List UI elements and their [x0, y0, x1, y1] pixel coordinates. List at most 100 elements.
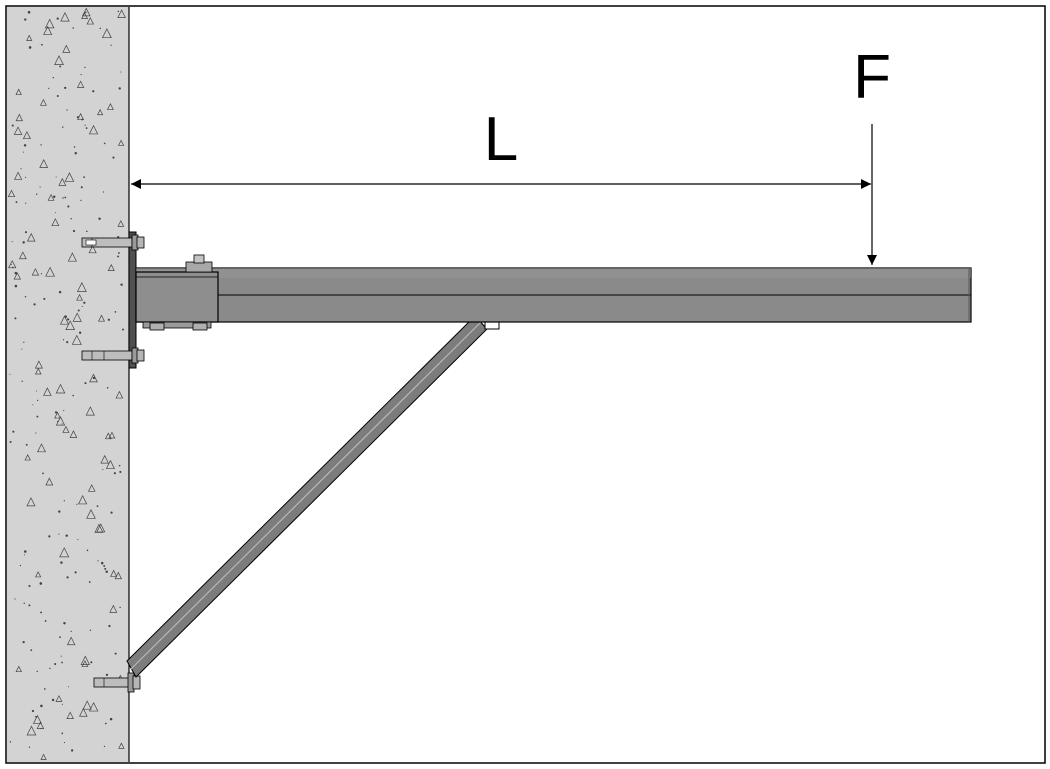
concrete-speckle [107, 263, 115, 272]
beam-connector-sleeve [135, 254, 219, 331]
concrete-speckle [44, 688, 46, 690]
concrete-speckle [96, 523, 106, 533]
concrete-speckle [47, 193, 55, 201]
concrete-speckle [53, 195, 56, 198]
concrete-speckle [118, 742, 125, 749]
concrete-speckle [61, 732, 64, 735]
concrete-speckle [19, 564, 22, 567]
concrete-speckle [61, 423, 63, 425]
concrete-speckle [103, 564, 106, 567]
concrete-speckle [92, 376, 96, 380]
concrete-speckle [58, 533, 60, 535]
concrete-speckle [98, 217, 101, 220]
concrete-speckle [115, 390, 124, 399]
concrete-speckle [122, 328, 124, 331]
concrete-speckle [66, 636, 76, 646]
concrete-speckle [61, 661, 63, 664]
concrete-speckle [108, 431, 116, 439]
concrete-speckle [88, 124, 99, 135]
concrete-speckle [62, 197, 64, 199]
concrete-speckle [114, 571, 123, 580]
concrete-speckle [24, 231, 28, 234]
concrete-speckle [23, 341, 25, 343]
concrete-speckle [106, 102, 114, 110]
concrete-speckle [54, 411, 58, 414]
concrete-speckle [11, 241, 13, 243]
concrete-speckle [76, 80, 85, 88]
concrete-speckle [45, 266, 56, 277]
concrete-speckle [77, 494, 88, 505]
concrete-speckle [66, 109, 68, 111]
concrete-speckle [36, 415, 39, 418]
concrete-speckle [63, 500, 65, 502]
concrete-speckle [67, 252, 77, 262]
concrete-speckle [9, 440, 12, 443]
concrete-speckle [28, 46, 32, 49]
concrete-speckle [40, 43, 43, 46]
concrete-speckle [84, 124, 86, 126]
concrete-speckle [72, 229, 76, 233]
concrete-speckle [100, 454, 109, 464]
concrete-speckle [14, 284, 18, 288]
concrete-speckle [76, 282, 87, 292]
concrete-speckle [62, 126, 64, 128]
concrete-speckle [54, 662, 57, 666]
concrete-speckle [55, 176, 57, 178]
concrete-speckle [113, 472, 116, 475]
concrete-speckle [82, 700, 92, 710]
concrete-speckle [30, 649, 33, 652]
concrete-speckle [56, 17, 59, 20]
concrete-speckle [60, 561, 63, 564]
concrete-speckle [70, 218, 72, 220]
concrete-speckle [15, 88, 22, 95]
concrete-speckle [14, 317, 17, 320]
concrete-speckle [58, 290, 62, 294]
force-label: F [853, 43, 891, 112]
concrete-speckle [70, 630, 72, 633]
concrete-speckle [40, 753, 47, 760]
concrete-speckle [33, 303, 36, 306]
concrete-speckle [74, 571, 77, 574]
concrete-speckle [39, 159, 49, 168]
concrete-speckle [54, 55, 64, 65]
concrete-speckle [9, 373, 11, 375]
concrete-speckle [65, 320, 76, 330]
concrete-speckle [120, 71, 122, 73]
concrete-speckle [35, 715, 37, 718]
concrete-speckle [66, 341, 69, 344]
concrete-speckle [77, 539, 79, 541]
concrete-speckle [24, 454, 31, 461]
concrete-speckle [112, 156, 115, 159]
concrete-speckle [83, 176, 85, 178]
concrete-speckle [110, 569, 118, 577]
concrete-speckle [120, 283, 123, 286]
concrete-speckle [36, 193, 38, 195]
concrete-speckle [51, 698, 55, 702]
concrete-speckle [104, 567, 107, 570]
concrete-speckle [36, 670, 38, 673]
concrete-speckle [89, 629, 92, 631]
concrete-speckle [86, 16, 95, 25]
concrete-speckle [54, 411, 61, 419]
concrete-speckle [67, 205, 70, 208]
diagonal-strut [126, 315, 500, 678]
concrete-speckle [96, 505, 99, 508]
concrete-speckle [64, 196, 67, 199]
concrete-speckle [84, 66, 86, 68]
concrete-speckle [62, 425, 70, 433]
concrete-speckle [12, 430, 15, 433]
concrete-speckle [36, 399, 39, 402]
concrete-speckle [114, 652, 117, 655]
concrete-speckle [110, 511, 113, 514]
concrete-speckle [80, 655, 91, 665]
concrete-speckle [110, 44, 112, 46]
concrete-speckle [108, 624, 111, 628]
concrete-speckle [35, 390, 37, 392]
concrete-speckle [10, 263, 12, 266]
concrete-speckle [90, 661, 93, 664]
concrete-speckle [84, 382, 87, 385]
concrete-speckle [103, 142, 106, 145]
concrete-speckle [15, 201, 18, 203]
